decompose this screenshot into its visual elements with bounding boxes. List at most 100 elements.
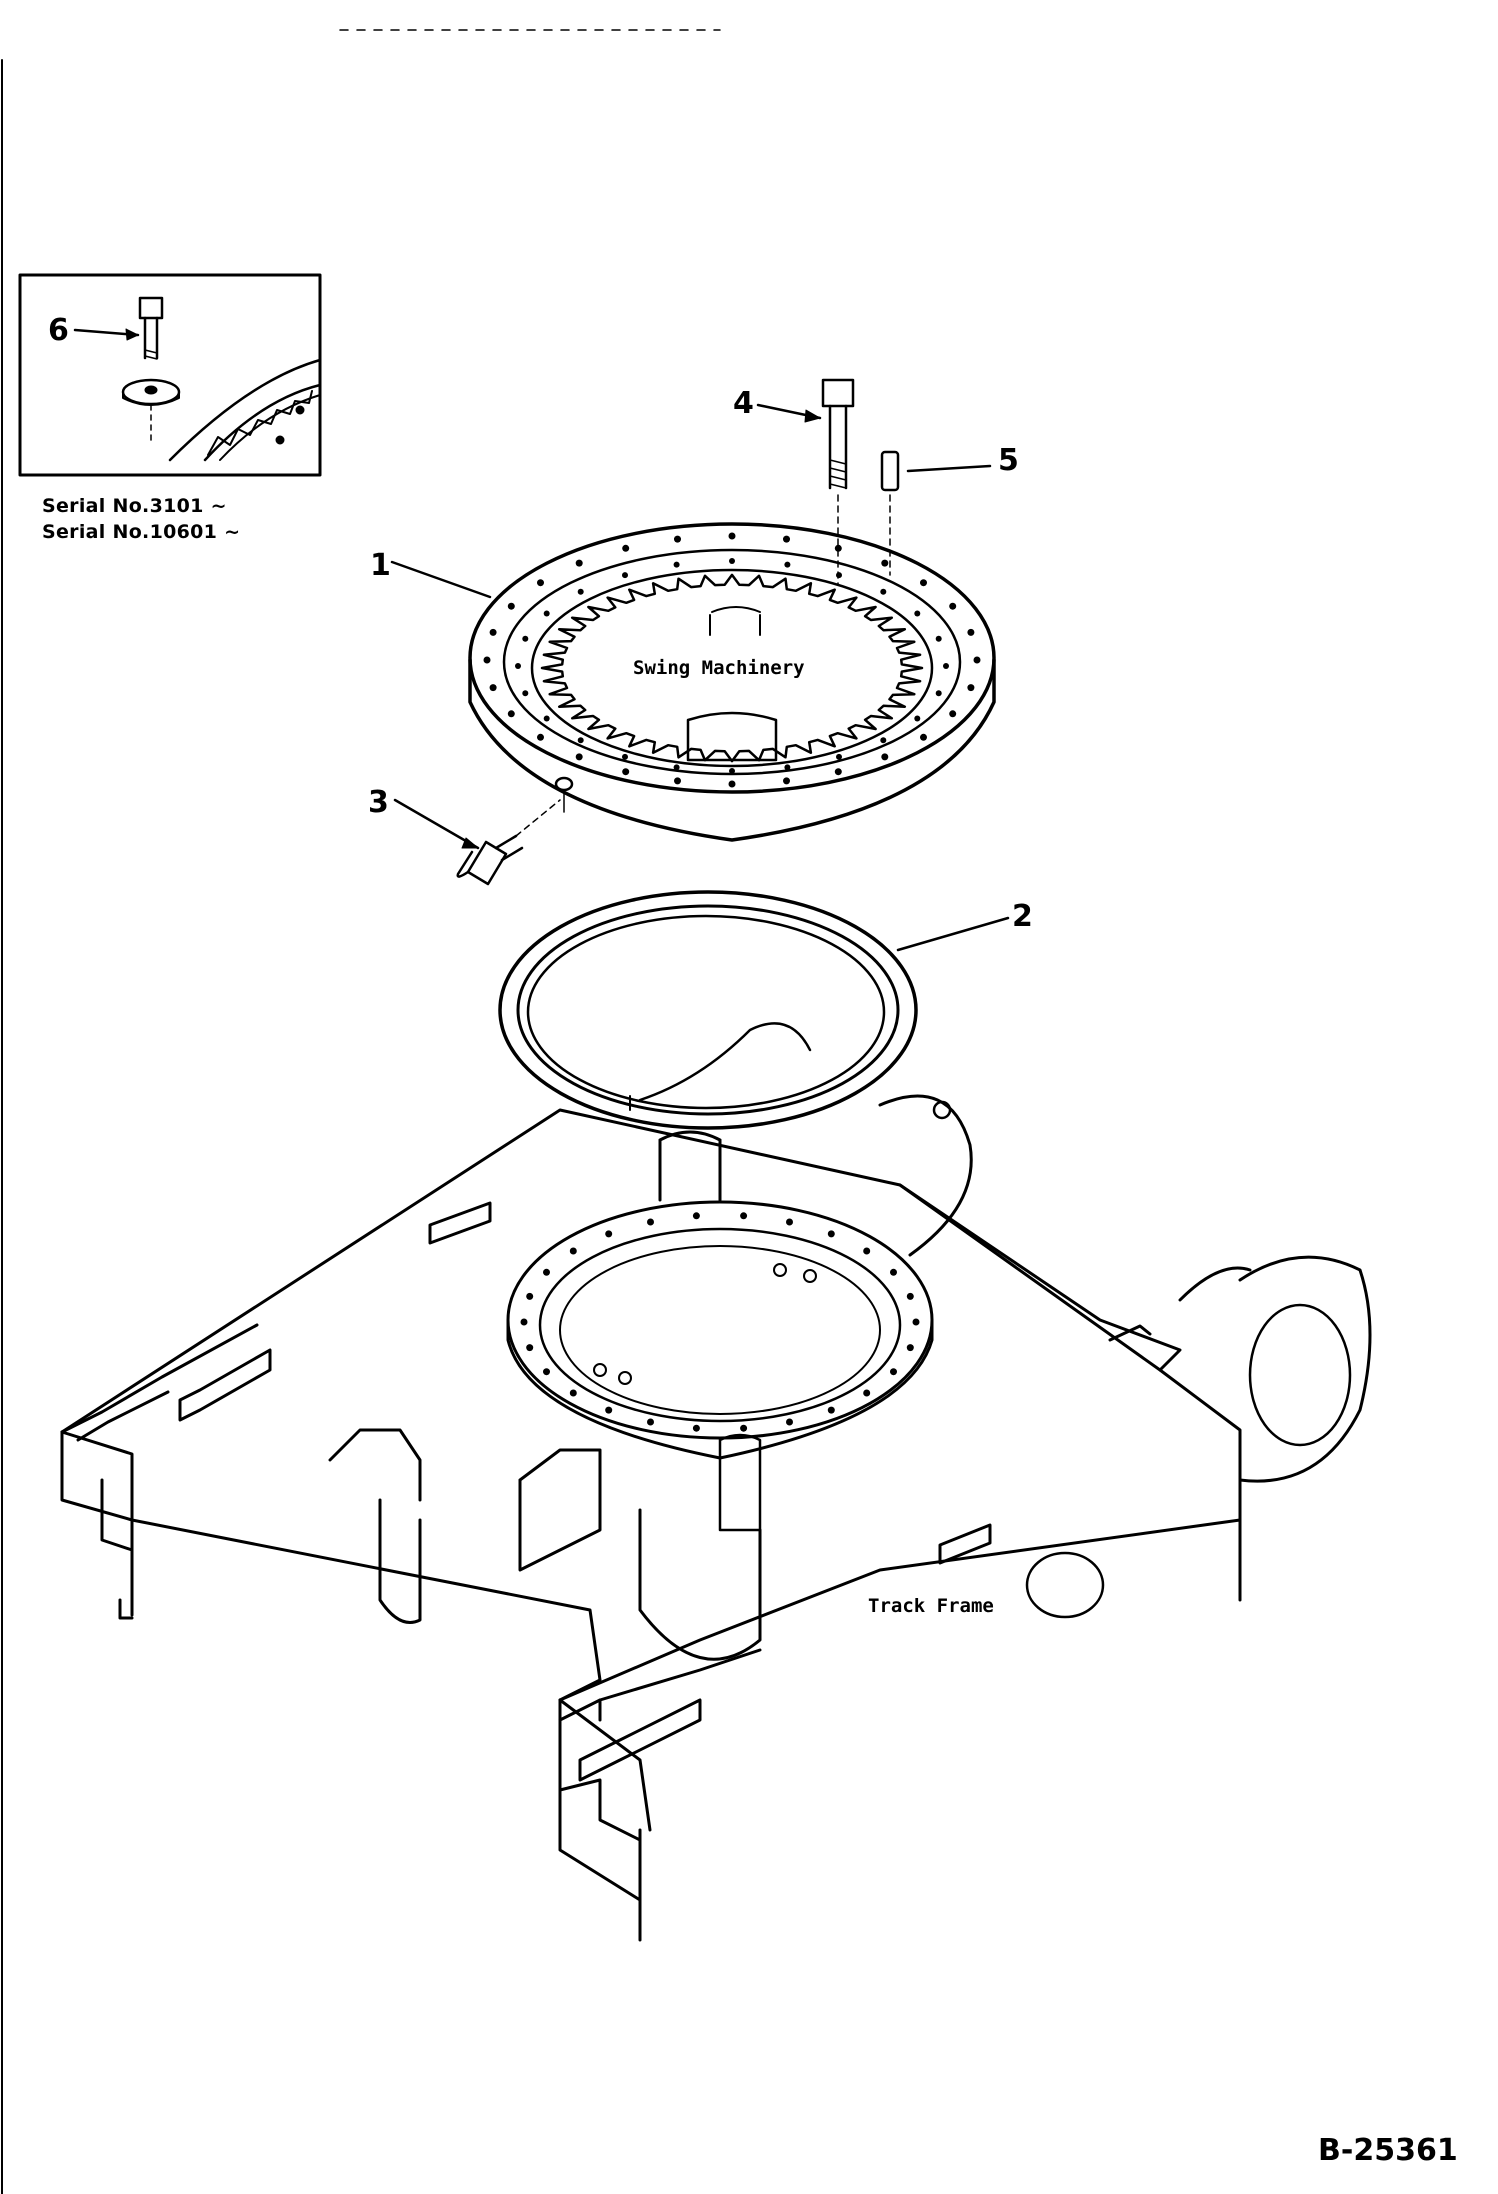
bolt-hole [836,572,842,579]
bolt-hole [622,768,630,776]
bolt-hole [520,1318,528,1326]
bolt-hole [522,635,529,642]
bolt-hole [827,1230,835,1238]
bolt-hole [967,684,975,692]
bolt-hole [880,737,887,744]
bolt-hole [740,1424,748,1432]
bolt-hole [880,588,887,595]
bolt-hole [537,733,544,741]
bolt-hole [935,635,942,642]
inset-serial-1: Serial No.3101 ~ [42,495,227,517]
bolt-hole [483,656,491,664]
bolt-hole [647,1418,654,1426]
bolt-hole [605,1230,613,1238]
callout-1: 1 [370,548,391,583]
bolt-hole [863,1389,871,1397]
bolt-hole [489,684,497,692]
callout-5: 5 [998,443,1019,478]
bolt-hole [729,768,735,774]
bolt-hole [575,753,583,761]
bolt-4-icon [821,378,855,586]
bolt-hole [783,777,790,785]
bolt-hole [912,1318,920,1326]
track-frame [60,1094,1372,1942]
bolt-holes [483,532,981,788]
callout-6: 6 [48,313,69,348]
bolt-hole [967,628,975,636]
bolt-hole [577,588,584,595]
bolt-hole [728,532,736,540]
bolt-hole [543,1368,550,1376]
inset-serial-2: Serial No.10601 ~ [42,521,241,543]
bolt-hole [784,561,791,568]
page-border [1,29,721,2194]
bolt-hole [914,715,921,722]
bolt-hole [949,710,957,718]
bolt-hole [543,715,550,722]
bolt-hole [834,544,842,552]
bolt-hole [836,753,842,760]
mount-ring-bolt-holes [520,1212,920,1432]
bolt-hole [507,710,515,718]
bolt-hole [622,753,628,760]
bolt-hole [673,764,680,771]
bolt-hole [729,558,735,564]
bolt-hole [543,1268,550,1276]
bolt-hole [605,1406,613,1414]
bolt-hole [522,690,529,697]
bolt-hole [674,535,681,543]
bolt-hole [507,602,515,610]
callout-2: 2 [1012,899,1033,934]
bolt-hole [914,610,921,617]
swing-circle-bearing: Swing Machinery [468,522,996,842]
callout-3: 3 [368,785,389,820]
bolt-hole [890,1368,897,1376]
bolt-hole [949,602,957,610]
washer-plate-icon [121,378,181,441]
bolt-hole [920,733,927,741]
bolt-hole [674,777,681,785]
bolt-hole [569,1389,577,1397]
track-frame-label: Track Frame [868,1595,994,1617]
bolt-hole [537,579,544,587]
bolt-hole [526,1292,534,1300]
bolt-hole [577,737,584,744]
callout-4: 4 [733,386,754,421]
bolt-hole [906,1344,914,1352]
bolt-hole [569,1247,577,1255]
grease-fitting-icon [456,799,561,886]
bolt-hole [622,572,628,579]
swing-machinery-label: Swing Machinery [633,657,805,679]
bolt-hole [863,1247,871,1255]
inset-detail: 6 [18,273,322,477]
bolt-hole [673,561,680,568]
bolt-hole [973,656,981,664]
bolt-hole [881,753,889,761]
bolt-hole [943,663,949,669]
bolt-hole [786,1218,793,1226]
bolt-hole [526,1344,534,1352]
bolt-hole [935,690,942,697]
bolt-hole [920,579,927,587]
bolt-hole [575,559,583,567]
pin-5-icon [880,450,900,576]
bolt-hole [881,559,889,567]
bolt-hole [783,535,790,543]
bolt-hole [784,764,791,771]
bolt-hole [647,1218,654,1226]
bolt-hole [827,1406,835,1414]
bolt-hole [906,1292,914,1300]
seal-ring [498,890,918,1130]
bolt-hole [728,780,736,788]
drawing-code: B-25361 [1318,2133,1458,2168]
bolt-6-icon [138,296,164,360]
bolt-hole [740,1212,748,1220]
bolt-hole [515,663,521,669]
bolt-hole [834,768,842,776]
bolt-hole [890,1268,897,1276]
bolt-hole [543,610,550,617]
bolt-hole [692,1424,700,1432]
bolt-hole [622,544,630,552]
bolt-hole [692,1212,700,1220]
